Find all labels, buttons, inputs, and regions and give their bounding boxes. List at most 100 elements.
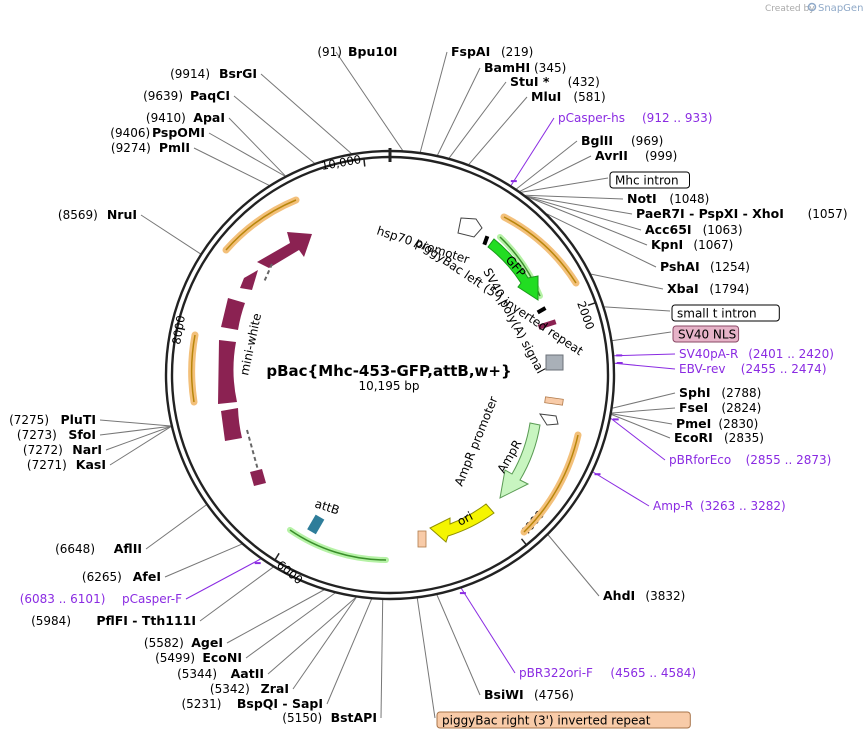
enzyme-leader <box>612 392 676 409</box>
enzyme-name: FseI <box>679 400 708 415</box>
feature-arc-left-top <box>222 196 300 254</box>
enzyme-name: AgeI <box>191 635 223 650</box>
enzyme-position: (4756) <box>534 688 574 702</box>
enzyme-leader <box>105 425 172 451</box>
enzyme-name: XbaI <box>667 281 699 296</box>
primer-range: (4565 .. 4584) <box>610 666 696 680</box>
primer-leader <box>185 558 261 600</box>
enzyme-position: (999) <box>645 149 677 163</box>
enzyme-name: BstAPI <box>331 710 377 725</box>
feature-track <box>188 196 582 563</box>
enzyme-leader <box>233 95 315 164</box>
ruler-label: 8000 <box>169 314 188 345</box>
enzyme-leader <box>546 213 657 268</box>
feature-mini-white-head <box>257 232 312 268</box>
enzyme-name: PflFI - Tth111I <box>96 613 196 628</box>
enzyme-leader <box>260 73 352 154</box>
enzyme-name: PaqCI <box>190 88 230 103</box>
primer-name: SV40pA-R <box>679 347 738 361</box>
enzyme-name: PluTI <box>60 412 96 427</box>
feature-ori <box>429 503 495 543</box>
enzyme-position: (345) <box>534 61 566 75</box>
ruler-tick <box>177 327 186 331</box>
feature-box <box>672 325 740 343</box>
feature-attb <box>307 514 325 535</box>
enzyme-name: BamHI <box>484 60 530 75</box>
feature-sv40-small <box>537 319 557 330</box>
label-mini-white: mini-white <box>237 312 264 377</box>
enzyme-name: EcoRI <box>674 430 713 445</box>
enzyme-leader <box>611 414 671 439</box>
enzyme-name: AflII <box>114 541 142 556</box>
enzyme-position: (5342) <box>210 682 250 696</box>
enzyme-name: FspAI <box>451 44 490 59</box>
label-ori: ori <box>455 509 475 529</box>
feature-orange-bottom <box>417 530 427 548</box>
enzyme-name: NruI <box>107 207 137 222</box>
primer-leader <box>610 418 666 461</box>
enzyme-leader <box>547 534 600 597</box>
enzyme-position: (969) <box>631 134 663 148</box>
enzyme-position: (6265) <box>82 570 122 584</box>
enzyme-leader <box>526 195 633 215</box>
enzyme-position: (9274) <box>111 141 151 155</box>
primer-leader <box>614 353 676 357</box>
enzyme-position: (5150) <box>282 711 322 725</box>
enzyme-name: SfoI <box>68 427 96 442</box>
feature-box-label: SV40 NLS <box>678 328 736 342</box>
primer-range: (2855 .. 2873) <box>746 453 832 467</box>
enzyme-leader <box>527 196 648 246</box>
primer-range: (6083 .. 6101) <box>20 592 106 606</box>
primer-leader <box>592 471 650 507</box>
ruler-label: 6000 <box>274 558 305 588</box>
ruler-label: 10,000 <box>320 152 362 173</box>
enzyme-leader <box>245 592 336 659</box>
feature-hsp70-promoter <box>457 217 483 238</box>
feature-ampr <box>499 422 541 499</box>
enzyme-position: (1254) <box>710 260 750 274</box>
ruler-tick <box>587 301 596 307</box>
primer-range: (3263 .. 3282) <box>700 499 786 513</box>
feature-box-label: Mhc intron <box>615 174 679 188</box>
enzyme-leader <box>199 566 274 622</box>
enzyme-position: (1057) <box>808 207 848 221</box>
enzyme-leader <box>436 594 481 696</box>
feature-box <box>436 711 691 729</box>
enzyme-leader <box>525 194 624 200</box>
feature-mini-white-seg3 <box>218 340 237 404</box>
enzyme-name: PaeR7I - PspXI - XhoI <box>636 206 784 221</box>
enzyme-position: (9914) <box>170 67 210 81</box>
enzyme-name: AvrII <box>595 148 628 163</box>
enzyme-position: (91) <box>317 45 342 59</box>
enzyme-leader <box>519 155 592 192</box>
enzyme-leader <box>109 426 172 466</box>
enzyme-position: (8569) <box>58 208 98 222</box>
feature-mini-white-seg1 <box>240 270 258 290</box>
enzyme-position: (5231) <box>181 697 221 711</box>
ruler-tick <box>520 538 528 546</box>
enzyme-name: PmeI <box>676 416 711 431</box>
enzyme-name: BspQI - SapI <box>237 696 323 711</box>
enzyme-leader <box>437 67 481 156</box>
enzyme-leader <box>611 413 673 425</box>
enzyme-position: (3832) <box>645 589 685 603</box>
feature-leader <box>416 598 436 719</box>
feature-box <box>671 304 780 322</box>
enzyme-position: (6648) <box>55 542 95 556</box>
enzyme-leader <box>326 599 372 705</box>
ruler-tick <box>363 158 366 167</box>
feature-leader <box>604 306 671 312</box>
enzyme-leader <box>448 81 507 159</box>
leader-lines <box>99 51 676 719</box>
enzyme-leader <box>226 589 325 644</box>
feature-orange-small <box>544 396 564 406</box>
enzyme-name: AhdI <box>603 588 635 603</box>
feature-box <box>609 171 690 189</box>
primer-name: pCasper-hs <box>558 111 625 125</box>
primer-range: (2401 .. 2420) <box>748 347 834 361</box>
enzyme-leader <box>380 599 384 719</box>
enzyme-name: EcoNI <box>202 650 242 665</box>
enzyme-leader <box>99 425 171 436</box>
